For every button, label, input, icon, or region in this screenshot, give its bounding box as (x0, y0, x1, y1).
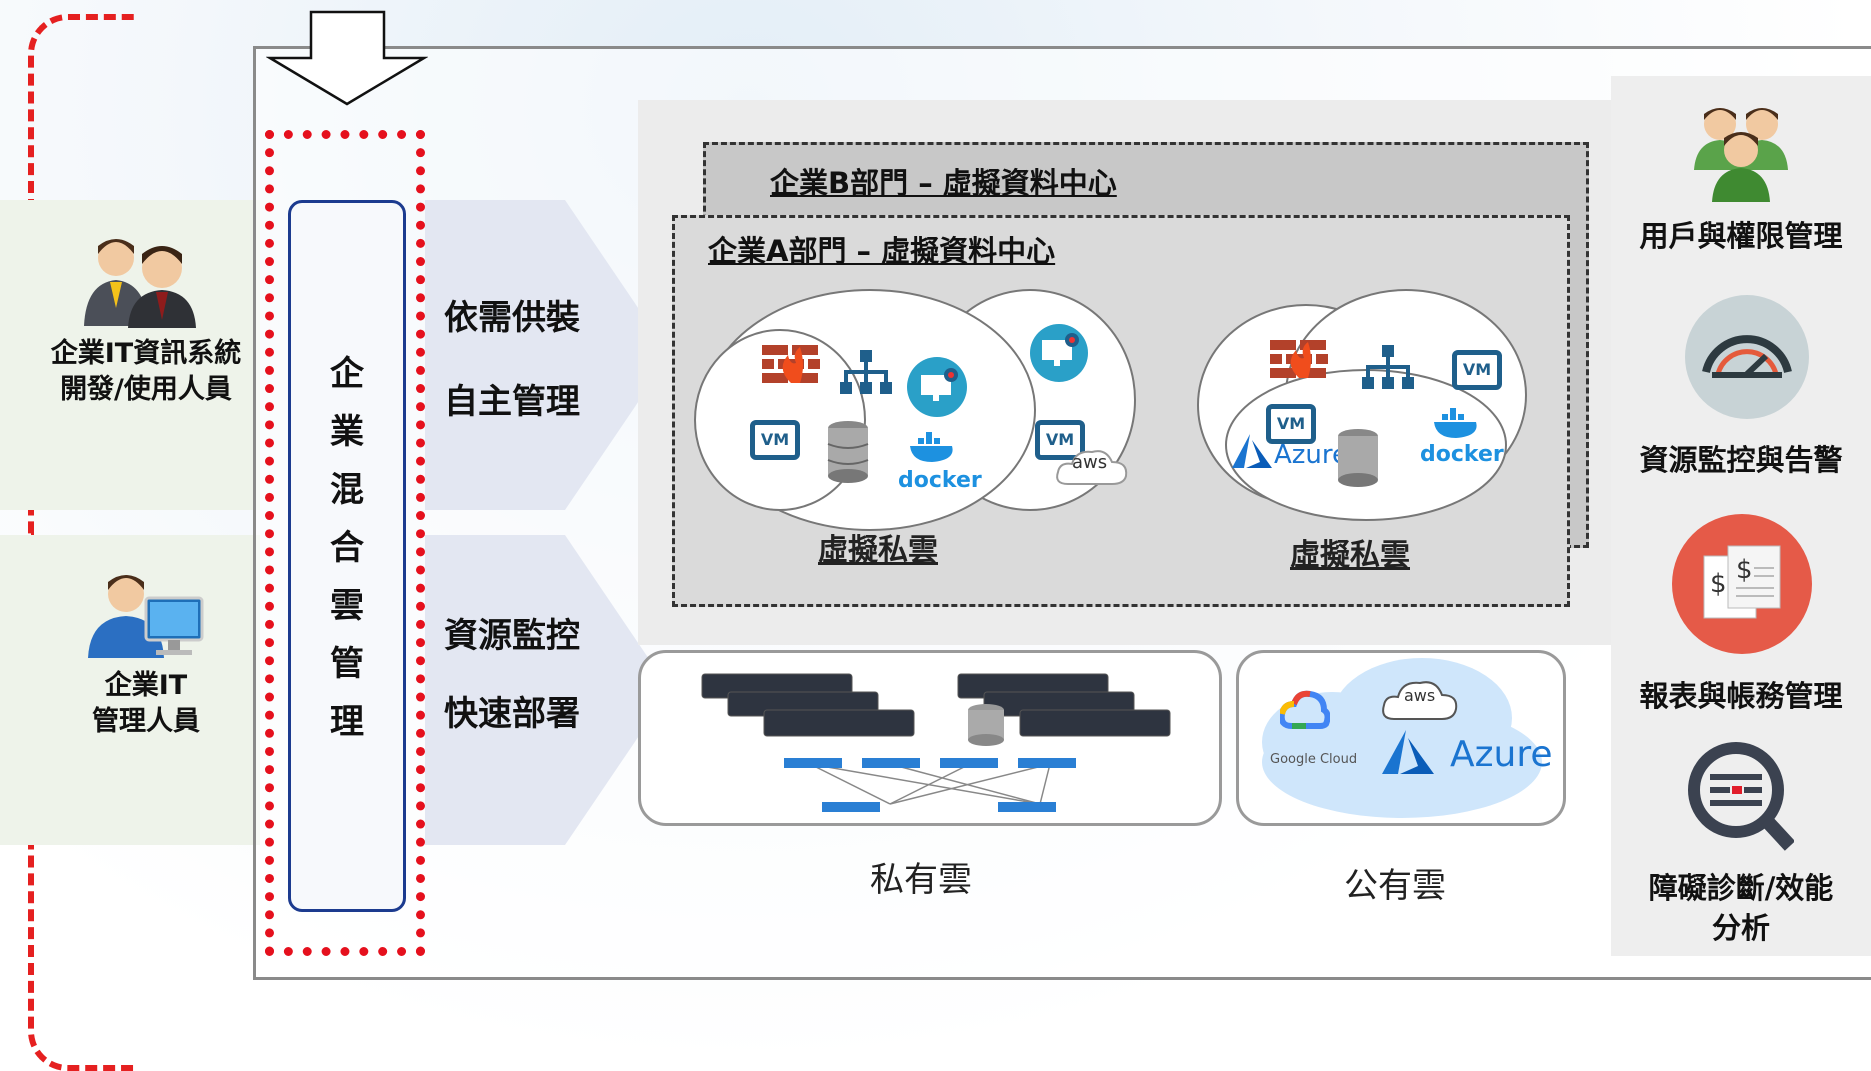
users-group-icon (1694, 108, 1788, 202)
gauge-icon (1685, 295, 1809, 419)
azure-logo-icon-2 (1382, 730, 1434, 774)
vm-icon-3: VM (1452, 350, 1502, 390)
down-arrow-icon (266, 10, 428, 106)
feature-fast-deploy: 快速部署 (444, 694, 580, 734)
admins-label: 企業IT 管理人員 (92, 670, 200, 737)
docker-whale-icon-2 (1434, 408, 1477, 438)
admin-computer-icon (88, 575, 204, 658)
private-cloud-label: 私有雲 (870, 860, 972, 900)
feature-monitoring: 資源監控 (444, 616, 580, 656)
azure-label-2: Azure (1450, 734, 1553, 775)
developers-label: 企業IT資訊系統 開發/使用人員 (50, 338, 242, 405)
network-tree-icon-2 (1362, 345, 1414, 389)
monitor-gear-icon-2 (1030, 324, 1088, 382)
azure-label: Azure (1274, 440, 1349, 470)
svg-text:$: $ (1736, 555, 1753, 585)
svg-text:$: $ (1710, 569, 1727, 599)
docker-label: docker (898, 468, 982, 493)
vm-icon-2: VM (1035, 420, 1085, 460)
datacenter-a-title: 企業A部門 – 虛擬資料中心 (708, 234, 1056, 268)
public-cloud-label: 公有雲 (1344, 866, 1446, 906)
google-cloud-icon (1280, 690, 1330, 729)
chevron-bottom (425, 535, 670, 845)
aws-cloud-icon-2 (1382, 681, 1458, 720)
monitor-alert-label: 資源監控與告警 (1639, 443, 1843, 477)
hybrid-mgmt-label: 企 業 混 合 雲 管 理 (330, 354, 364, 742)
network-tree-icon (840, 350, 892, 394)
aws-cloud-icon (1056, 450, 1128, 485)
virtual-private-cloud-right (1197, 289, 1527, 521)
developers-icon (84, 239, 196, 328)
google-cloud-label: Google Cloud (1270, 752, 1358, 767)
aws-label-2: aws (1404, 686, 1436, 705)
vm-icon: VM (750, 420, 800, 460)
hybrid-mgmt-highlight (265, 130, 425, 956)
diagnosis-icon (1688, 742, 1794, 851)
cloud-right-label: 虛擬私雲 (1290, 538, 1410, 573)
docker-whale-icon (910, 432, 953, 462)
feature-provisioning: 依需供裝 (444, 298, 580, 338)
server-network-icon (701, 673, 1171, 812)
report-billing-label: 報表與帳務管理 (1639, 679, 1843, 713)
hybrid-mgmt-box (288, 200, 406, 912)
firewall-icon (762, 345, 820, 383)
public-cloud-shape (1262, 658, 1542, 818)
docker-label-2: docker (1420, 442, 1504, 467)
monitor-gear-icon (907, 357, 967, 417)
database-icon (827, 421, 869, 483)
firewall-icon-2 (1270, 340, 1328, 378)
chevron-top (425, 200, 670, 510)
database-icon-2 (1338, 429, 1378, 487)
vm-icon-4: VM (1266, 404, 1316, 444)
datacenter-b-title: 企業B部門 – 虛擬資料中心 (770, 166, 1117, 200)
invoice-icon: $ $ (1672, 514, 1812, 654)
feature-self-manage: 自主管理 (444, 382, 580, 422)
cloud-left-label: 虛擬私雲 (818, 533, 938, 568)
azure-logo-icon (1232, 434, 1272, 468)
user-permission-label: 用戶與權限管理 (1639, 219, 1843, 253)
diagnosis-label: 障礙診斷/效能 分析 (1648, 871, 1834, 945)
aws-label: aws (1072, 452, 1108, 473)
